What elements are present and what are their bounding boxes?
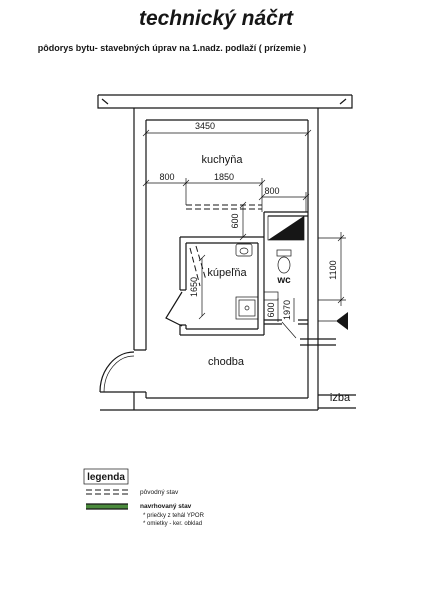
door-swing-arc [99, 351, 135, 393]
room-label-bathroom: kúpeľňa [207, 267, 247, 279]
dimension-label-height: 1970 [282, 300, 292, 320]
dimension-label-middle: 1850 [214, 172, 234, 182]
dimension-partition-offset: 600 [230, 201, 247, 241]
bathroom-door-leaf [165, 291, 183, 327]
bathroom-right-wall [257, 212, 265, 335]
dimension-label: 1100 [328, 260, 338, 279]
legend-title-box [83, 468, 129, 485]
direction-arrow-icon [318, 312, 348, 330]
bathroom-bottom-wall [180, 328, 264, 336]
legend: legenda pôvodný stav navrhovaný stav * p… [83, 468, 205, 527]
legend-new-label: navrhovaný stav [140, 503, 192, 510]
dimension-label: 1650 [189, 277, 199, 297]
legend-new-note-1: * priečky z tehál YPOR [143, 513, 205, 519]
shower-tray-icon [235, 296, 259, 320]
wc-walls [264, 211, 308, 339]
dimension-line-lower [258, 192, 310, 212]
dimension-label-width: 600 [266, 302, 276, 317]
fixtures [235, 243, 292, 320]
legend-title: legenda [87, 472, 125, 483]
dimension-label-left: 800 [159, 172, 174, 182]
dimension-right-height: 1100 [318, 232, 346, 306]
dimension-line-upper [142, 178, 266, 212]
right-wall [307, 108, 319, 410]
dimension-line [198, 254, 206, 320]
dimension-door: 600 1970 [266, 298, 295, 322]
wc-bottom-wall [264, 319, 308, 325]
dimension-line [277, 298, 295, 322]
dimension-line [239, 201, 247, 241]
dimension-line [318, 232, 346, 306]
neighbour-wall [318, 394, 356, 409]
left-wall [133, 108, 147, 410]
outer-walls [97, 94, 353, 411]
legend-original-label: pôvodný stav [140, 489, 179, 496]
top-wall [134, 107, 318, 121]
page-subtitle: pôdorys bytu- stavebných úprav na 1.nadz… [38, 43, 307, 53]
room-label-hall: chodba [208, 356, 245, 368]
wc-door-leaf [281, 321, 297, 339]
bottom-wall [100, 397, 318, 411]
entrance-door [99, 351, 135, 393]
dimension-chain: 800 1850 800 [142, 172, 310, 212]
bathroom-top-wall [180, 236, 264, 244]
bathroom-left-wall [179, 237, 187, 335]
sink-icon [235, 243, 253, 257]
door-frame-marker [263, 291, 279, 301]
dimension-label-right: 800 [264, 186, 279, 196]
original-partition [186, 204, 262, 287]
legend-new-line-fill [86, 504, 128, 509]
dimension-total-width: 3450 [142, 121, 312, 138]
dimension-label: 600 [230, 213, 240, 228]
page-title: technický náčrt [139, 7, 294, 30]
original-wall-diagonal [189, 245, 207, 287]
room-label-kitchen: kuchyňa [202, 154, 244, 166]
dimension-line [142, 126, 312, 138]
legend-new-note-2: * omietky - ker. obklad [143, 521, 202, 527]
dimension-label: 3450 [195, 121, 215, 131]
dimension-bath-height: 1650 [189, 254, 206, 320]
room-label-room: izba [330, 392, 351, 404]
room-label-wc: wc [276, 275, 291, 286]
legend-new-line [86, 503, 128, 510]
toilet-icon [276, 249, 292, 274]
original-wall-line [186, 204, 262, 210]
legend-original-line [86, 489, 128, 495]
threshold-lines [300, 338, 336, 346]
top-wall-band [97, 94, 353, 109]
wc-top-wall [264, 211, 308, 217]
shaft-fill [268, 216, 304, 240]
door-swing-arc-inner [103, 355, 135, 393]
